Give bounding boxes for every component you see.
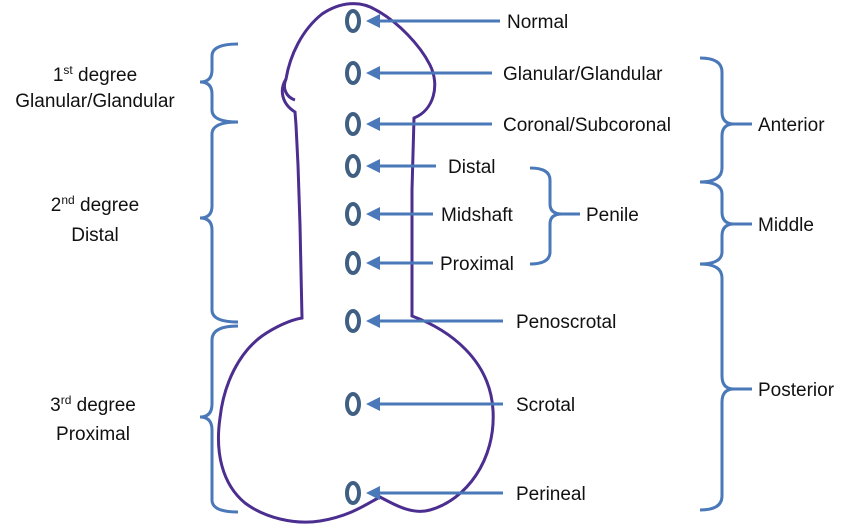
arrow-distal xyxy=(366,159,436,173)
label-midshaft: Midshaft xyxy=(441,205,514,226)
label-glanular: Glanular/Glandular xyxy=(503,64,663,85)
label-normal: Normal xyxy=(507,12,568,33)
second-degree-title: 2nd degree xyxy=(51,193,139,216)
arrow-proximal xyxy=(366,256,433,270)
arrow-perineal xyxy=(366,486,503,500)
arrow-coronal xyxy=(366,117,492,131)
label-proximal: Proximal xyxy=(440,254,514,275)
arrow-midshaft xyxy=(366,207,433,221)
label-anterior: Anterior xyxy=(758,115,825,136)
penile-brace xyxy=(529,166,563,266)
arrow-glanular xyxy=(366,66,492,80)
meatus-coronal-ring xyxy=(345,112,361,136)
label-posterior: Posterior xyxy=(758,380,835,401)
meatus-scrotal-ring xyxy=(345,392,361,416)
arrow-penoscrotal xyxy=(366,314,503,328)
label-distal: Distal xyxy=(448,157,496,178)
middle-brace xyxy=(699,180,735,266)
second-degree-name: Distal xyxy=(71,225,119,246)
meatus-midshaft-ring xyxy=(345,202,361,226)
meatus-proximal-ring xyxy=(345,251,361,275)
first-degree-title: 1st degree xyxy=(53,63,137,86)
anterior-brace xyxy=(699,56,735,184)
meatus-penoscrotal-ring xyxy=(345,309,361,333)
label-perineal: Perineal xyxy=(516,484,586,505)
label-scrotal: Scrotal xyxy=(516,395,575,416)
meatus-glanular-ring xyxy=(345,61,361,85)
third-degree-title: 3rd degree xyxy=(50,393,136,416)
glans-notch xyxy=(282,78,296,102)
meatus-distal-ring xyxy=(345,154,361,178)
second-degree-brace xyxy=(199,120,239,324)
meatus-perineal-ring xyxy=(345,481,361,505)
third-degree-name: Proximal xyxy=(56,424,130,445)
arrow-scrotal xyxy=(366,397,503,411)
label-middle: Middle xyxy=(758,215,814,236)
posterior-brace xyxy=(699,262,735,512)
penis-outline xyxy=(216,2,495,524)
label-penoscrotal: Penoscrotal xyxy=(516,312,616,333)
label-coronal: Coronal/Subcoronal xyxy=(503,115,671,136)
first-degree-brace xyxy=(199,42,239,124)
label-penile: Penile xyxy=(586,205,639,226)
meatus-normal-ring xyxy=(345,9,361,33)
arrow-normal xyxy=(366,14,500,28)
first-degree-name: Glanular/Glandular xyxy=(15,91,175,112)
third-degree-brace xyxy=(199,324,239,514)
